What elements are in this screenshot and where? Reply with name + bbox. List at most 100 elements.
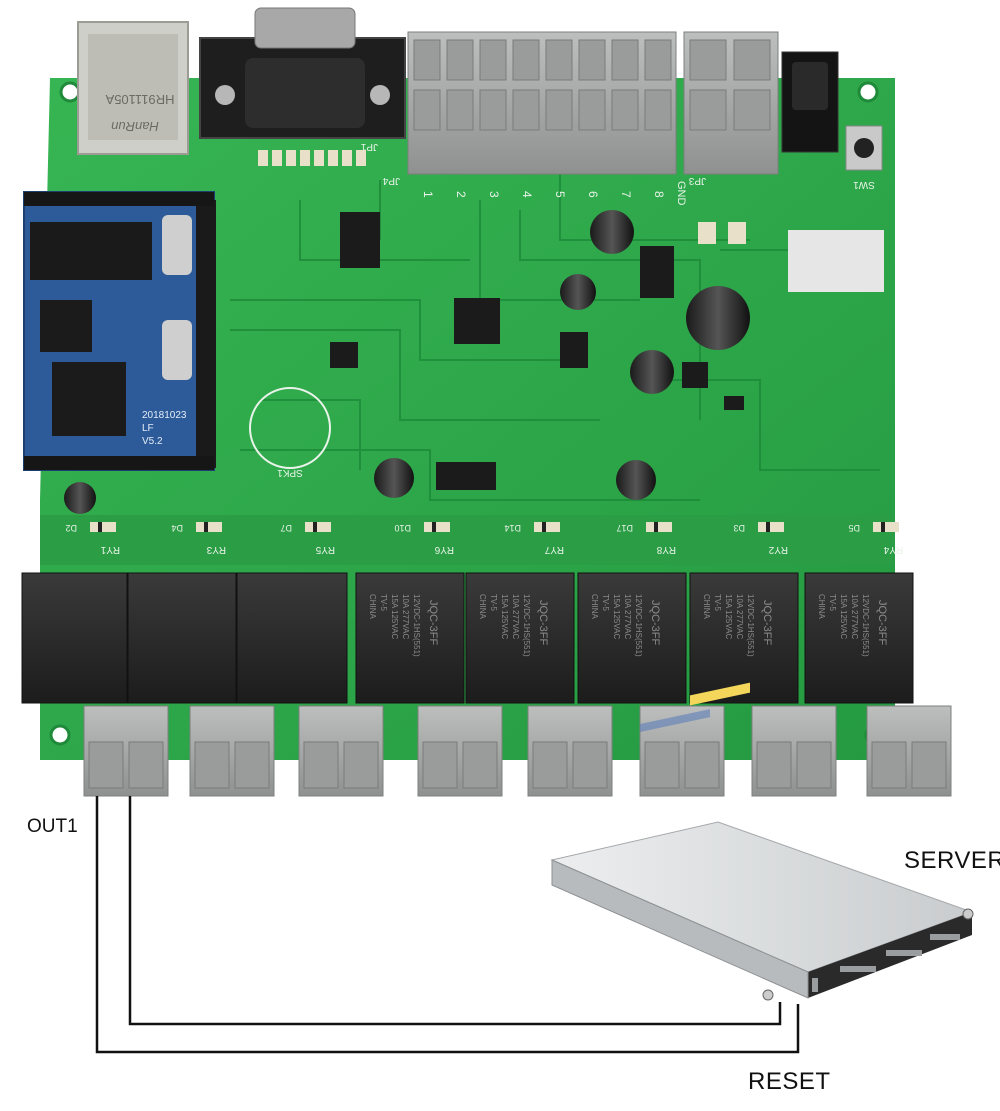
wire-out1-b <box>128 796 782 1026</box>
ethernet-part-number: HR911105A <box>105 92 174 107</box>
diode-band <box>881 522 885 532</box>
terminal-slot <box>572 741 608 789</box>
relay-spec-line: 12VDC-1HS(551) <box>861 594 870 657</box>
wire-out1-a <box>95 796 800 1054</box>
connector-label: JP1 <box>360 141 378 152</box>
fuse <box>728 222 746 244</box>
relay-spec-line: 12VDC-1HS(551) <box>522 594 531 657</box>
relay-spec-line: CHINA <box>590 594 599 620</box>
capacitor <box>64 482 96 514</box>
capacitor <box>560 274 596 310</box>
diode-band <box>766 522 770 532</box>
terminal-slot <box>194 741 230 789</box>
terminal-slot <box>343 741 379 789</box>
relay-spec-line: TV-5 <box>828 594 837 611</box>
capacitors <box>64 210 750 514</box>
relay <box>236 572 348 704</box>
ic-chip <box>330 342 358 368</box>
diode-band <box>654 522 658 532</box>
relay-spec-line: 15A 125VAC <box>724 594 733 639</box>
capacitor <box>590 210 634 254</box>
switch-label: SW1 <box>853 179 875 190</box>
terminal-slot <box>422 741 458 789</box>
terminal-number: 6 <box>586 191 600 198</box>
capacitor <box>686 286 750 350</box>
relay-spec-line: 10A 277VAC <box>623 594 632 639</box>
relay-label: RY4 <box>883 544 903 555</box>
diode-band <box>98 522 102 532</box>
relay-spec-line: 12VDC-1HS(551) <box>746 594 755 657</box>
relay <box>804 572 914 704</box>
relay-label: RY1 <box>100 544 120 555</box>
ic-chip <box>436 462 496 490</box>
db9-connector: JP1 <box>199 7 406 152</box>
relay <box>127 572 237 704</box>
ethernet-jack: HR911105A HanRun <box>77 21 189 155</box>
relay <box>355 572 465 704</box>
terminal-slot <box>462 741 498 789</box>
terminal-slot <box>128 741 164 789</box>
relay-spec-line: 10A 277VAC <box>401 594 410 639</box>
ic-chip <box>340 212 380 268</box>
server-front-bezel <box>812 934 960 992</box>
mount-hole <box>59 81 81 103</box>
ic-chip <box>640 246 674 298</box>
diode-band <box>542 522 546 532</box>
server-sticker <box>640 682 750 732</box>
relay-label: RY6 <box>434 544 454 555</box>
buzzer-speaker: SPK1 <box>249 387 331 478</box>
relay-spec-line: 10A 277VAC <box>511 594 520 639</box>
diode <box>758 522 784 532</box>
relay-spec-line: TV-5 <box>713 594 722 611</box>
mount-hole <box>49 724 71 746</box>
relay-spec-line: CHINA <box>817 594 826 620</box>
rack-ear <box>962 908 974 920</box>
ic-chip <box>682 362 708 388</box>
rack-ear <box>762 989 774 1001</box>
diode <box>424 522 450 532</box>
led-row <box>258 150 366 166</box>
ic-chip <box>454 298 500 344</box>
relay-label: RY7 <box>544 544 564 555</box>
ethernet-brand: HanRun <box>111 119 159 134</box>
diode-label: D3 <box>733 523 745 533</box>
terminal-slot <box>532 741 568 789</box>
relay-label: RY3 <box>206 544 226 555</box>
terminal-slot <box>911 741 947 789</box>
terminal-number: 2 <box>454 191 468 198</box>
input-terminal-block-jp3: JP3 GND <box>675 31 779 206</box>
terminal-slot <box>871 741 907 789</box>
relay-brand: JQC-3FF <box>761 600 773 646</box>
diode-label: D5 <box>848 523 860 533</box>
relay <box>577 572 687 704</box>
terminal-label-jp3: JP3 <box>688 175 706 186</box>
diode-band <box>432 522 436 532</box>
fuse <box>698 222 716 244</box>
diode-label: D17 <box>616 523 633 533</box>
diode <box>873 522 899 532</box>
diode <box>646 522 672 532</box>
diode <box>196 522 222 532</box>
server-rack-unit <box>550 682 974 1001</box>
terminal-slot <box>234 741 270 789</box>
terminal-slot <box>684 741 720 789</box>
relay-brand: JQC-3FF <box>649 600 661 646</box>
relay <box>465 572 575 704</box>
terminal-slot <box>756 741 792 789</box>
relay-label: RY2 <box>768 544 788 555</box>
capacitor <box>616 460 656 500</box>
relay-spec-line: TV-5 <box>601 594 610 611</box>
reset-wires <box>95 796 800 1054</box>
relay-spec-line: 15A 125VAC <box>612 594 621 639</box>
relay-spec-line: TV-5 <box>489 594 498 611</box>
relay-brand: JQC-3FF <box>537 600 549 646</box>
terminal-slot <box>303 741 339 789</box>
